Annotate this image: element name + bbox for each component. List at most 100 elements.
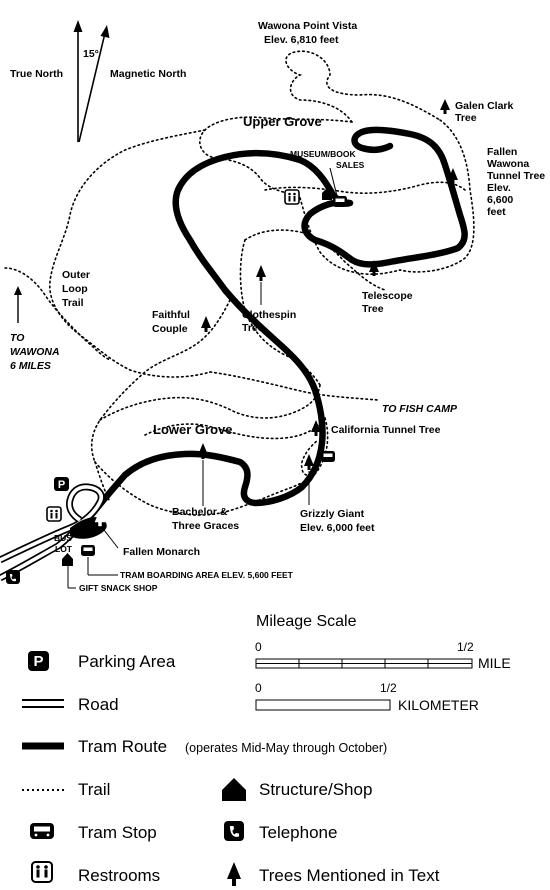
upper-restrooms-icon bbox=[284, 189, 300, 205]
tree-telescope-icon bbox=[369, 260, 379, 276]
to-fish-camp-label: TO FISH CAMP bbox=[382, 403, 458, 415]
trail-upper-east bbox=[399, 119, 475, 273]
galen-clark-label-2: Tree bbox=[455, 112, 477, 124]
legend-restrooms-label: Restrooms bbox=[78, 866, 160, 885]
bus-lot-label-2: LOT bbox=[55, 544, 73, 554]
trail-to-wawona bbox=[4, 267, 111, 361]
grizzly-giant-label-2: Elev. 6,000 feet bbox=[300, 522, 375, 534]
grizzly-tram-stop-icon bbox=[321, 451, 335, 462]
tram-route bbox=[78, 126, 468, 531]
mile-scale-end: 1/2 bbox=[457, 640, 474, 654]
gift-shop-structure-icon bbox=[62, 553, 73, 566]
tree-bachelor-icon bbox=[198, 443, 208, 459]
trail-parking bbox=[94, 461, 111, 503]
california-tunnel-label: California Tunnel Tree bbox=[331, 424, 441, 436]
declination-label: 15° bbox=[83, 48, 99, 60]
to-wawona-arrowhead bbox=[14, 286, 22, 295]
gift-shop-label: GIFT SNACK SHOP bbox=[79, 583, 158, 593]
tree-california-tunnel-icon bbox=[311, 420, 321, 436]
parking-icon: P bbox=[54, 477, 69, 491]
km-scale-bar bbox=[255, 699, 391, 711]
telephone-icon bbox=[6, 570, 20, 584]
fallen-monarch-label: Fallen Monarch bbox=[123, 546, 200, 558]
trail-lower-loop bbox=[99, 384, 321, 421]
bus-lot-label-1: BUS bbox=[54, 533, 72, 543]
scale-title: Mileage Scale bbox=[256, 613, 357, 630]
fallen-wawona-label-3: Tunnel Tree bbox=[487, 170, 545, 182]
fallen-wawona-label-5: 6,600 bbox=[487, 194, 513, 206]
outer-loop-label-2: Loop bbox=[62, 283, 88, 295]
tree-markers bbox=[94, 99, 458, 527]
bus-lot-area bbox=[70, 517, 107, 539]
lower-restrooms-icon bbox=[46, 506, 62, 522]
true-north-label: True North bbox=[10, 68, 63, 80]
north-arrows: 15° True North Magnetic North bbox=[10, 20, 186, 143]
fallen-wawona-label-6: feet bbox=[487, 206, 506, 218]
faithful-couple-label-1: Faithful bbox=[152, 309, 190, 321]
trail-outer-loop bbox=[49, 129, 211, 378]
mile-scale-unit: MILE bbox=[478, 655, 511, 671]
wawona-point-elev-label: Elev. 6,810 feet bbox=[264, 34, 339, 46]
tree-galen-clark-icon bbox=[440, 99, 450, 114]
fallen-wawona-label-2: Wawona bbox=[487, 158, 529, 170]
upper-grove-label: Upper Grove bbox=[243, 114, 322, 129]
museum-label-2: SALES bbox=[336, 160, 365, 170]
to-wawona-label-3: 6 MILES bbox=[10, 360, 51, 372]
tree-fallen-monarch-icon bbox=[94, 509, 106, 527]
telescope-label-1: Telescope bbox=[362, 290, 413, 302]
svg-text:P: P bbox=[33, 653, 43, 670]
legend-trail-label: Trail bbox=[78, 780, 110, 799]
legend-tram-route-note: (operates Mid-May through October) bbox=[185, 741, 387, 755]
km-scale-end: 1/2 bbox=[380, 681, 397, 695]
trail-wawona-point bbox=[285, 50, 441, 123]
fallen-wawona-label-4: Elev. bbox=[487, 182, 511, 194]
museum-structure-icon bbox=[322, 188, 332, 200]
museum-label-1: MUSEUM/BOOK bbox=[290, 149, 357, 159]
trails bbox=[4, 50, 475, 516]
legend-parking-label: Parking Area bbox=[78, 652, 176, 671]
legend-tree-icon bbox=[227, 862, 241, 886]
legend-parking-icon: P bbox=[28, 651, 49, 671]
mile-scale-start: 0 bbox=[255, 640, 262, 654]
trail-grizzly bbox=[300, 417, 329, 477]
leader-lines bbox=[67, 167, 339, 589]
clothespin-label-1: Clothespin bbox=[242, 309, 296, 321]
tree-fallen-wawona-icon bbox=[448, 168, 458, 184]
legend-road-label: Road bbox=[78, 695, 119, 714]
svg-text:P: P bbox=[58, 479, 65, 491]
trail-upper-inner bbox=[264, 181, 466, 194]
legend-telephone-icon bbox=[224, 821, 244, 841]
lower-grove-label: Lower Grove bbox=[153, 422, 232, 437]
bachelor-label-2: Three Graces bbox=[172, 520, 239, 532]
to-wawona-label-2: WAWONA bbox=[10, 346, 60, 358]
trail-upper-inner-2 bbox=[299, 197, 401, 275]
legend-tram-stop-label: Tram Stop bbox=[78, 823, 157, 842]
trail-lower-inner bbox=[144, 417, 326, 440]
clothespin-label-2: Tree bbox=[242, 322, 264, 334]
legend-structure-icon bbox=[222, 778, 246, 801]
tree-clothespin-icon bbox=[256, 265, 266, 281]
legend-trees-label: Trees Mentioned in Text bbox=[259, 866, 440, 885]
legend: P Parking Area Road Tram Route (operates… bbox=[22, 651, 440, 886]
magnetic-north-line bbox=[78, 32, 106, 143]
mile-scale-bar bbox=[255, 658, 473, 669]
upper-tram-stop-icon bbox=[333, 196, 347, 207]
to-wawona-label-1: TO bbox=[10, 332, 24, 344]
tram-boarding-label: TRAM BOARDING AREA ELEV. 5,600 FEET bbox=[120, 570, 294, 580]
legend-road-icon bbox=[22, 699, 64, 708]
legend-telephone-label: Telephone bbox=[259, 823, 337, 842]
lower-tram-stop-icon bbox=[81, 545, 95, 556]
telescope-label-2: Tree bbox=[362, 303, 384, 315]
grizzly-giant-label-1: Grizzly Giant bbox=[300, 508, 365, 520]
legend-restrooms-icon bbox=[31, 861, 53, 883]
tree-grizzly-giant-icon bbox=[304, 454, 314, 470]
trail-lower-south bbox=[94, 461, 319, 516]
km-scale-start: 0 bbox=[255, 681, 262, 695]
galen-clark-label: Galen Clark bbox=[455, 100, 514, 112]
tree-faithful-couple-icon bbox=[201, 316, 211, 332]
mileage-scale: Mileage Scale 0 1/2 MILE 0 1/2 KILOMETER bbox=[255, 613, 511, 713]
outer-loop-label-3: Trail bbox=[62, 297, 84, 309]
outer-loop-label-1: Outer bbox=[62, 269, 90, 281]
facilities: P bbox=[6, 188, 347, 584]
